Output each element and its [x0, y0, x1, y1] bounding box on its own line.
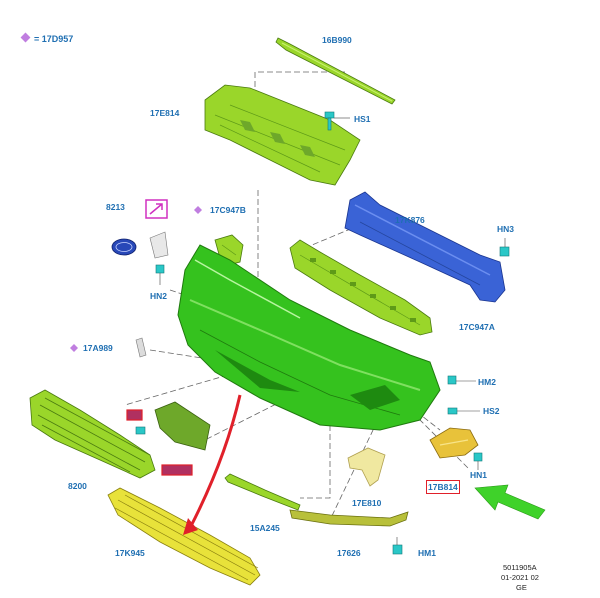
part-17E810-bracket [347, 447, 386, 487]
label-HN2: HN2 [150, 291, 168, 301]
part-17K945-lower-grille [107, 487, 261, 586]
HN3-fastener [499, 238, 510, 257]
label-HM2: HM2 [478, 377, 496, 387]
label-17A989: 17A989 [83, 343, 113, 353]
label-17B814: 17B814 [426, 480, 460, 494]
redbox-tag-1 [126, 409, 143, 421]
label-17K945: 17K945 [115, 548, 145, 558]
17C947B-diamond [194, 206, 202, 214]
part-17B814-bracket [429, 427, 479, 459]
HN2-fastener [155, 264, 165, 285]
redbox-tag-2 [161, 464, 193, 476]
part-16B990-strip [275, 37, 396, 105]
part-17626-lower-strip [289, 509, 409, 527]
part-cover-plate [154, 401, 211, 451]
HM2-fastener [447, 375, 476, 385]
label-HN1: HN1 [470, 470, 488, 480]
legend: = 17D957 [20, 32, 74, 44]
ref-code: 5011905A [503, 563, 537, 572]
label-17E810: 17E810 [352, 498, 382, 508]
main-bumper-cover [177, 244, 441, 431]
part-17C947A-absorber [289, 239, 433, 336]
label-17C947B: 17C947B [210, 205, 246, 215]
HS2-fastener [447, 407, 480, 415]
part-8213-emblem [111, 238, 137, 256]
detail-callout-icon [145, 199, 168, 219]
17A989-diamond [70, 344, 78, 352]
label-8213: 8213 [106, 202, 125, 212]
legend-text: = 17D957 [34, 34, 74, 44]
legend-diamond-icon [20, 32, 31, 43]
part-8200-grille [29, 389, 156, 479]
part-17K876-reinforcement [344, 191, 506, 303]
label-HS2: HS2 [483, 406, 500, 416]
label-17C947A: 17C947A [459, 322, 495, 332]
HS1-fastener [324, 111, 350, 131]
label-16B990: 16B990 [322, 35, 352, 45]
green-pointer-arrow [474, 484, 546, 520]
grille-fastener [135, 426, 146, 435]
label-15A245: 15A245 [250, 523, 280, 533]
label-17626: 17626 [337, 548, 361, 558]
HN1-fastener [473, 452, 483, 470]
label-HM1: HM1 [418, 548, 436, 558]
part-17A989-plug [135, 337, 147, 358]
HM1-fastener [392, 537, 403, 555]
red-pointer-arrow [183, 394, 242, 535]
emblem-bracket [149, 231, 169, 259]
ref-region: GE [516, 583, 527, 592]
label-8200: 8200 [68, 481, 87, 491]
label-17E814: 17E814 [150, 108, 180, 118]
ref-date: 01-2021 02 [501, 573, 539, 582]
label-HS1: HS1 [354, 114, 371, 124]
part-17E814-carrier [204, 84, 361, 186]
label-17K876: 17K876 [395, 215, 425, 225]
label-HN3: HN3 [497, 224, 515, 234]
part-15A245-strip [224, 473, 301, 511]
